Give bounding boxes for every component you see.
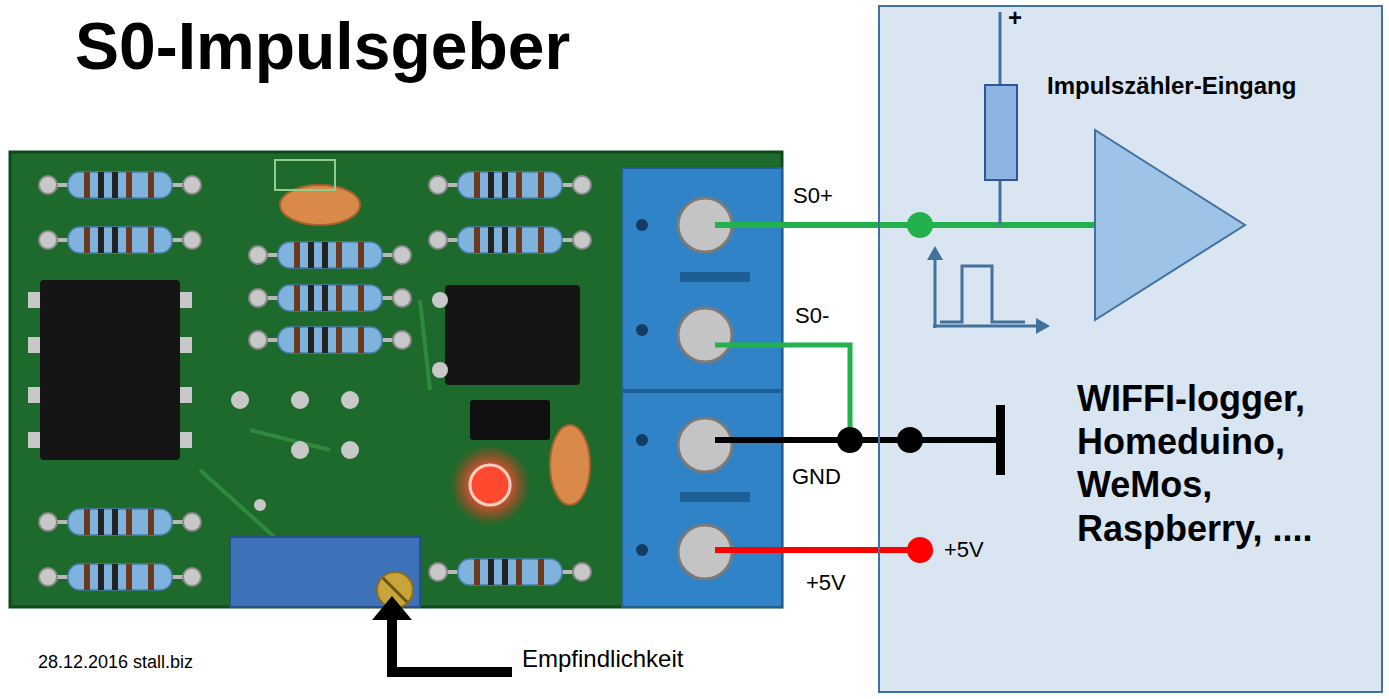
capacitor-outline (275, 160, 335, 190)
resistor (39, 172, 201, 198)
resistor (249, 242, 411, 268)
pcb-trace (200, 300, 430, 560)
junction-dot (897, 427, 923, 453)
terminal-block (622, 392, 782, 607)
terminal-screw (678, 418, 732, 472)
solder-pad (341, 391, 359, 409)
solder-pad (291, 391, 309, 409)
junction-dot (907, 537, 933, 563)
s0-plus-wire (715, 222, 1095, 228)
terminal-divider (680, 492, 750, 502)
resistor (429, 227, 591, 253)
panel-heading: Impulszähler-Eingang (1047, 72, 1296, 101)
panel-fill (878, 5, 1383, 693)
pulse-axis (933, 325, 1040, 328)
resistor (39, 509, 201, 535)
s0-minus-wire (715, 345, 850, 440)
solder-pad (432, 292, 448, 308)
ic-pin (178, 292, 192, 308)
trim-potentiometer (230, 537, 420, 607)
terminal-hole (636, 434, 648, 446)
terminal-hole (636, 324, 648, 336)
terminal-hole (636, 544, 648, 556)
resistor (39, 227, 201, 253)
axis-arrowhead (1036, 318, 1050, 334)
terminal-hole (636, 219, 648, 231)
pcb-board (10, 152, 782, 607)
panel-box: Impulszähler-EingangWIFFI-logger, Homedu… (878, 5, 1383, 693)
signal-name: S0- (795, 303, 829, 328)
led-glow (450, 445, 530, 525)
resistor (429, 559, 591, 585)
ic-pin (28, 387, 42, 403)
junction-dot (837, 427, 863, 453)
power-wire (715, 547, 920, 553)
signal-name: +5V (944, 537, 984, 562)
ic-pin (178, 432, 192, 448)
optocoupler (445, 285, 580, 385)
ic-pin (28, 432, 42, 448)
solder-pad (291, 441, 309, 459)
ic-chip (40, 280, 180, 460)
signal-name: S0+ (793, 183, 833, 208)
ground-symbol (996, 405, 1005, 475)
arrowhead (372, 596, 412, 620)
diagram-title: S0-Impulsgeber (75, 10, 570, 83)
axis-arrowhead (927, 246, 943, 260)
resistor (249, 285, 411, 311)
terminal-divider (680, 272, 750, 282)
solder-pad (254, 499, 266, 511)
signal-name: +5V (806, 570, 846, 595)
capacitor (550, 425, 590, 505)
pointer-arrow (392, 616, 512, 672)
ic-pin (28, 292, 42, 308)
resistor (39, 564, 201, 590)
solder-pad (432, 362, 448, 378)
device-list: WIFFI-logger, Homeduino, WeMos, Raspberr… (1077, 377, 1313, 550)
terminal-block (622, 168, 782, 390)
led (470, 465, 510, 505)
junction-dot (907, 212, 933, 238)
terminal-screw (678, 308, 732, 362)
polarity-sign: + (1008, 4, 1022, 32)
amplifier-symbol (1095, 130, 1245, 320)
ic-pin (178, 387, 192, 403)
resistor (429, 172, 591, 198)
ic-pin (178, 337, 192, 353)
pulse-axis (934, 255, 937, 328)
pcb-edge (10, 152, 782, 607)
signal-name: GND (792, 464, 841, 489)
solder-pad (231, 391, 249, 409)
pointer-label: Empfindlichkeit (522, 645, 683, 673)
ic-pin (28, 337, 42, 353)
date-note: 28.12.2016 stall.biz (38, 652, 193, 673)
screw-slot (383, 578, 407, 602)
pulse-waveform (940, 266, 1025, 322)
transistor (470, 400, 550, 440)
resistor-symbol (985, 85, 1017, 180)
resistor (249, 327, 411, 353)
solder-pad (341, 441, 359, 459)
